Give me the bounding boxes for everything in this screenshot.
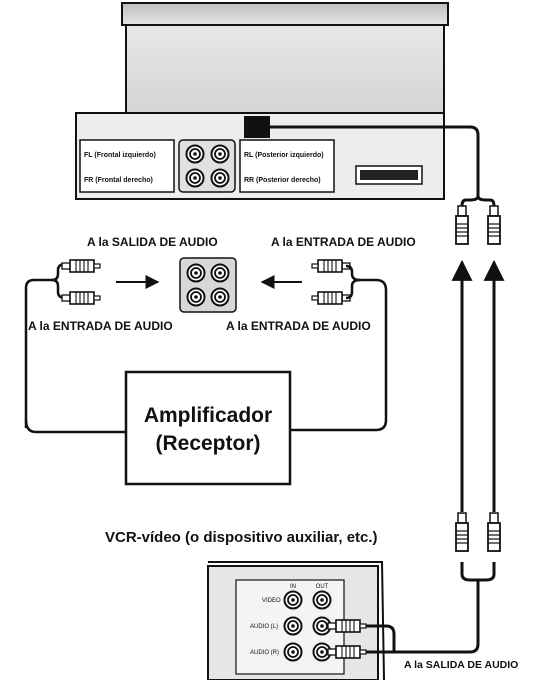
plug-top-left [455,205,469,245]
vcr-jack-audio-l-in [283,616,303,636]
label-rl: RL (Posterior izquierdo) [244,152,324,159]
amp-jack-4 [210,287,230,307]
vcr-audio-l-label: AUDIO (L) [250,624,278,630]
main-unit: FL (Frontal izquierdo) FR (Frontal derec… [75,2,449,200]
vcr-in-label: IN [290,584,296,590]
label-salida-bottom: A la SALIDA DE AUDIO [404,659,518,671]
vcr-video-label: VIDEO [262,598,281,604]
plug-left-upper [61,259,101,273]
label-entrada-top: A la ENTRADA DE AUDIO [271,235,416,249]
amp-label-line2: (Receptor) [155,432,260,455]
front-labels-box [79,139,175,193]
amp-jack-2 [210,263,230,283]
right-plugs [311,259,388,432]
label-entrada-left: A la ENTRADA DE AUDIO [28,319,173,333]
plug-bottom-left [455,512,469,552]
cable-merge-bottom [398,562,496,654]
jack-rl [210,144,230,164]
vcr-jack-video-out [312,590,332,610]
jack-rr [210,168,230,188]
left-plugs [24,259,101,428]
plug-left-lower [61,291,101,305]
vcr-out-label: OUT [316,584,329,590]
vcr-jack-video-in [283,590,303,610]
plug-bottom-right [487,512,501,552]
vcr-audio-r-label: AUDIO (R) [250,650,279,656]
rear-labels-box [239,139,335,193]
label-rr: RR (Posterior derecho) [244,177,321,184]
amp-jack-3 [186,287,206,307]
label-fr: FR (Frontal derecho) [84,177,153,184]
plug-top-right [487,205,501,245]
main-unit-top [121,2,449,26]
amp-jack-1 [186,263,206,283]
amp-label-line1: Amplificador [144,404,272,427]
main-unit-body [125,24,445,114]
cable-vcr-join [366,624,398,654]
jack-fr [185,168,205,188]
vcr-jack-audio-r-in [283,642,303,662]
label-salida-top: A la SALIDA DE AUDIO [87,235,218,249]
cable-split [460,190,496,207]
jack-fl [185,144,205,164]
cable-unit-to-right [270,125,480,190]
cable-left-loop [24,419,126,434]
vcr-title: VCR-vídeo (o dispositivo auxiliar, etc.) [105,529,378,546]
label-entrada-right: A la ENTRADA DE AUDIO [226,319,371,333]
label-fl: FL (Frontal izquierdo) [84,152,156,159]
output-connector [244,116,270,138]
amp-jack-panel [179,257,237,313]
amplifier-box [124,370,292,486]
